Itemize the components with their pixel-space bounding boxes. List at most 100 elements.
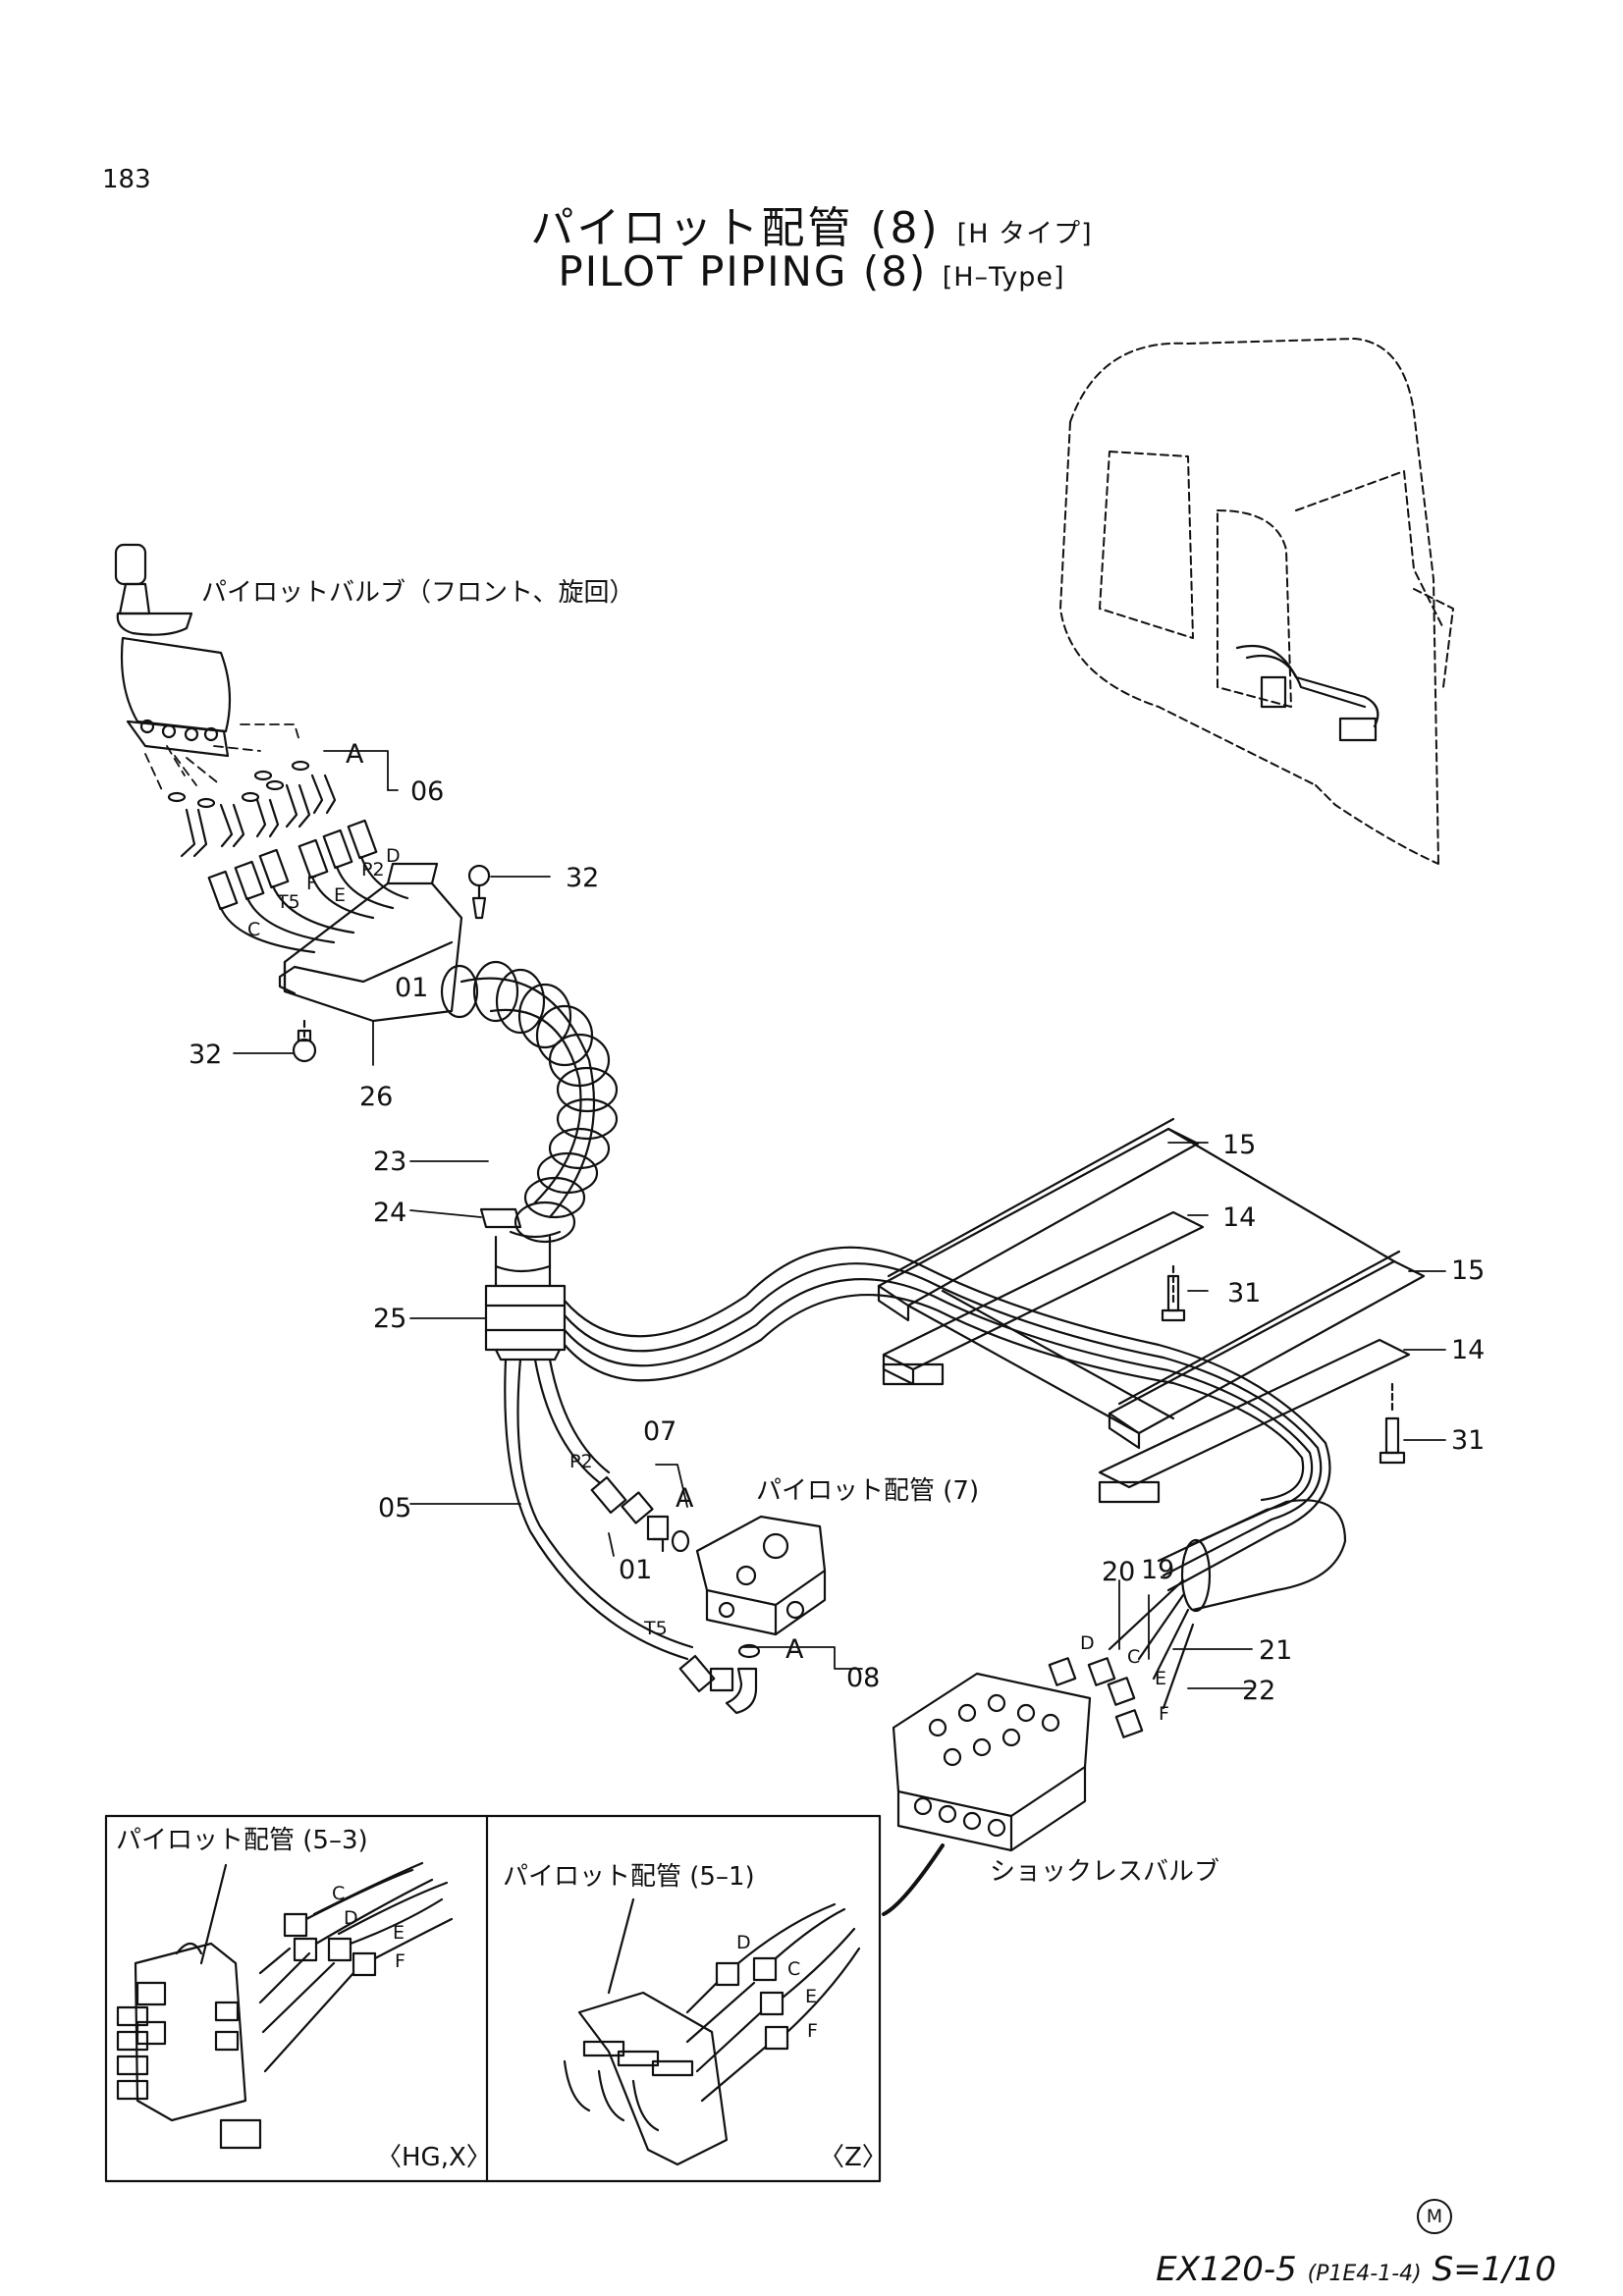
callout-14-rear: 14 [1451, 1335, 1485, 1365]
footer-model: EX120-5 [1156, 2250, 1297, 2289]
callout-08: 08 [846, 1663, 880, 1693]
port-d-right: D [1080, 1632, 1095, 1654]
screw-32-bottom [292, 1019, 317, 1063]
port-e-inset-left: E [393, 1922, 405, 1944]
note-pilot-piping-7: パイロット配管 (7) [756, 1476, 979, 1506]
leader-to-insets [882, 1843, 945, 1916]
insets-frame [104, 1814, 882, 2183]
footer-mark: M [1417, 2199, 1452, 2234]
callout-32-top: 32 [566, 863, 599, 893]
port-c-inset-left: C [332, 1883, 345, 1904]
callout-22: 22 [1242, 1676, 1275, 1706]
elbow-fittings [180, 774, 337, 858]
footer-scale: S=1/10 [1432, 2250, 1556, 2289]
o-ring-08 [737, 1643, 761, 1659]
pilot-piping-7-block [695, 1515, 827, 1636]
clamp-band-25 [484, 1284, 567, 1362]
title-en-variant: [H–Type] [942, 262, 1065, 293]
fittings-right [1048, 1657, 1144, 1738]
callout-19: 19 [1141, 1555, 1174, 1585]
connector-t5 [678, 1654, 734, 1693]
hose-sleeve [1180, 1499, 1347, 1613]
port-p2-mid: P2 [569, 1451, 593, 1472]
bracket-14-rear [1098, 1338, 1411, 1504]
page-number: 183 [102, 165, 151, 194]
hose-fittings-top [207, 819, 378, 911]
ref-a-top: A [346, 739, 364, 770]
ref-a-mid: A [676, 1483, 694, 1514]
callout-06: 06 [410, 776, 444, 807]
pilot-valve [114, 543, 232, 758]
elbow-08 [725, 1667, 758, 1715]
port-p2-top: P2 [361, 859, 385, 881]
callout-14-front: 14 [1222, 1202, 1256, 1233]
port-t5-top: T5 [276, 891, 300, 913]
cab-harness [1235, 644, 1380, 742]
footer-model-line: EX120-5 (P1E4-1-4) S=1/10 [1156, 2250, 1556, 2289]
shockless-valve [892, 1672, 1092, 1852]
callout-15-front: 15 [1222, 1130, 1256, 1160]
footer-code: (P1E4-1-4) [1307, 2262, 1422, 2286]
hoses-p2-t5 [504, 1358, 694, 1661]
callout-01b: 01 [619, 1555, 652, 1585]
title-ja-variant: [H タイプ] [956, 219, 1093, 249]
inset-right-title: パイロット配管 (5–1) [503, 1862, 755, 1892]
o-rings-top [167, 760, 310, 809]
frame-cross-members [906, 1127, 1396, 1435]
port-f-inset-left: F [395, 1950, 406, 1972]
callout-31-front: 31 [1227, 1278, 1261, 1308]
cab-outline [1059, 338, 1454, 865]
assembly-lines-top [144, 723, 300, 791]
adapter-07 [646, 1515, 690, 1553]
callout-15-rear: 15 [1451, 1255, 1485, 1286]
bracket-14-front [882, 1210, 1205, 1386]
port-c-right: C [1127, 1646, 1140, 1668]
callout-25: 25 [373, 1304, 406, 1334]
inset-left-title: パイロット配管 (5–3) [116, 1826, 368, 1855]
callout-31-rear: 31 [1451, 1425, 1485, 1456]
port-f-right: F [1159, 1703, 1169, 1725]
callout-21: 21 [1259, 1635, 1292, 1666]
rail-15-front [877, 1117, 1200, 1322]
callout-32-bottom: 32 [189, 1040, 222, 1070]
inset-left-drawing [116, 1861, 454, 2150]
page-title-japanese: パイロット配管 (8) [H タイプ] [0, 192, 1623, 255]
port-e-right: E [1155, 1668, 1166, 1689]
port-d-inset-left: D [344, 1907, 358, 1929]
note-pilot-valve: パイロットバルブ（フロント、旋回） [201, 578, 634, 608]
port-d-inset-right: D [736, 1932, 751, 1953]
screw-32-top [467, 864, 491, 920]
callout-07: 07 [643, 1416, 676, 1447]
main-hose-bundle [563, 1246, 1331, 1592]
hose-bundle-tube [494, 1235, 552, 1288]
port-t5-mid: T5 [643, 1618, 668, 1639]
bolt-31-front [1161, 1264, 1186, 1322]
port-d-top: D [386, 845, 401, 867]
callout-24: 24 [373, 1198, 406, 1228]
callout-01: 01 [395, 973, 428, 1003]
callout-05: 05 [378, 1493, 411, 1523]
port-e-inset-right: E [805, 1986, 817, 2007]
clamp-24 [479, 1207, 562, 1239]
corrugated-tube [440, 960, 619, 1244]
inset-right-drawing [563, 1897, 861, 2166]
inset-left-variant: 〈HG,X〉 [376, 2143, 492, 2172]
callout-23: 23 [373, 1147, 406, 1177]
rail-15-rear [1108, 1250, 1426, 1450]
port-c-top: C [247, 919, 260, 940]
bracket-26 [278, 862, 463, 1023]
hoses-to-shockless [1108, 1578, 1195, 1710]
ref-a-bottom: A [785, 1634, 804, 1665]
port-f-top: F [306, 873, 317, 894]
port-f-inset-right: F [807, 2020, 818, 2042]
port-c-inset-right: C [787, 1958, 800, 1980]
inset-right-variant: 〈Z〉 [819, 2143, 888, 2172]
hoses-to-bracket [219, 855, 409, 954]
callout-leaders [233, 750, 1446, 1689]
callout-20: 20 [1102, 1557, 1135, 1587]
port-e-top: E [334, 884, 346, 906]
title-en-text: PILOT PIPING (8) [558, 247, 928, 295]
connector-01 [590, 1475, 654, 1524]
callout-26: 26 [359, 1082, 393, 1112]
